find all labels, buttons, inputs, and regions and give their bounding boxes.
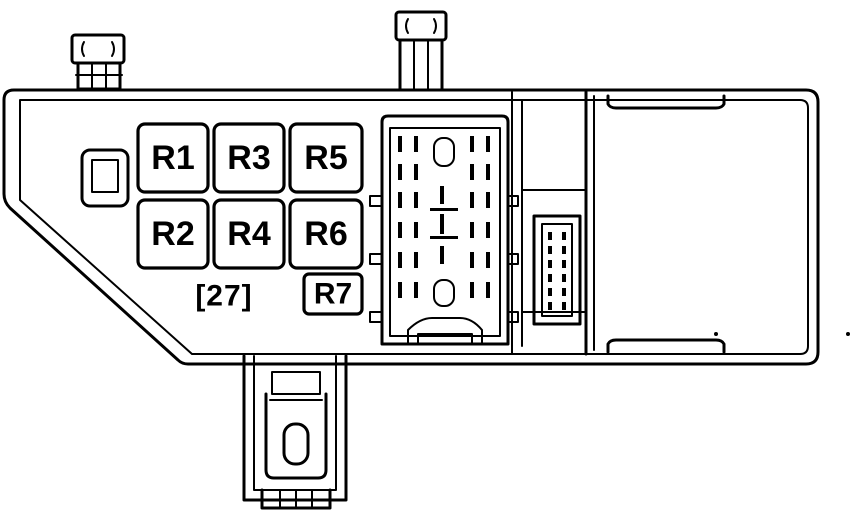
screw-dot [714,332,718,336]
right-cover [593,94,726,354]
right-connector-housing [511,90,588,356]
relay-r6: R6 [288,198,364,270]
small-socket [80,148,130,208]
multi-pin-plug [548,232,566,310]
fuse-label: [27] [195,280,252,313]
relay-r6-label: R6 [304,215,347,253]
relay-r4: R4 [212,198,286,270]
relay-r5-label: R5 [304,139,347,177]
relay-r1: R1 [136,122,210,194]
top-left-clip [70,33,126,91]
central-connector [369,114,519,346]
relay-r5: R5 [288,122,364,194]
relay-r7-label: R7 [314,278,352,311]
connector-pins [398,136,490,298]
relay-r2: R2 [136,198,210,270]
housing-inner-outline [19,99,809,355]
screw-dot [846,332,850,336]
relay-r7: R7 [302,272,364,316]
relay-r1-label: R1 [151,139,194,177]
relay-r3-label: R3 [227,139,270,177]
top-middle-clip [394,10,448,92]
housing-outline [2,88,820,366]
relay-r3: R3 [212,122,286,194]
relay-r2-label: R2 [151,215,194,253]
bottom-bracket [242,354,348,510]
relay-r4-label: R4 [227,215,271,253]
